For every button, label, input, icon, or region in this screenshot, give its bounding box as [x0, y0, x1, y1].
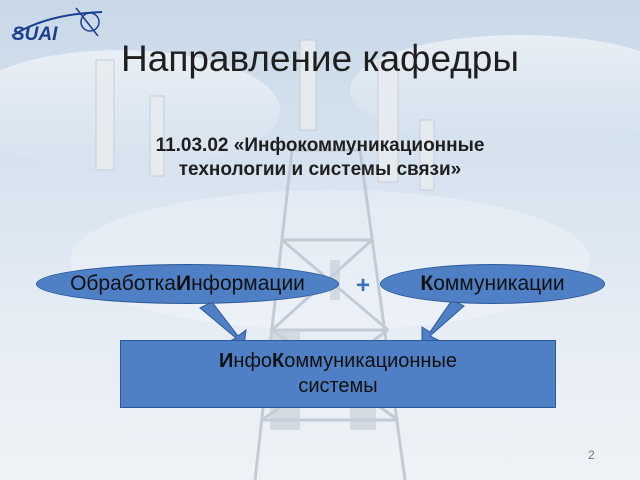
node-left-prefix: Обработка: [70, 272, 176, 295]
node-right-rest: оммуникации: [433, 272, 565, 295]
slide-title: Направление кафедры: [121, 38, 519, 79]
page-number: 2: [588, 448, 595, 462]
plus-operator: +: [355, 272, 370, 299]
result-part-1: нфо: [233, 350, 273, 372]
arrow-right: [421, 299, 465, 345]
subtitle-line-1: 11.03.02 «Инфокоммуникационные: [155, 135, 485, 156]
program-subtitle: 11.03.02 «Инфокоммуникационные технологи…: [60, 134, 580, 182]
result-bold-1: И: [219, 350, 234, 372]
result-line-2: системы: [298, 375, 378, 397]
result-bold-2: К: [272, 350, 285, 372]
subtitle-line-2: технологии и системы связи»: [178, 159, 462, 180]
node-left-rest: нформации: [191, 272, 305, 295]
result-line-1: ИнфоКоммуникационные: [219, 349, 457, 374]
node-infocommunication-systems: ИнфоКоммуникационные системы: [120, 340, 556, 408]
suai-logo: SUAI: [11, 7, 103, 45]
node-right-bold: К: [420, 272, 434, 295]
node-left-bold: И: [175, 272, 192, 295]
result-part-2: оммуникационные: [284, 350, 457, 372]
logo-text: SUAI: [12, 24, 58, 45]
